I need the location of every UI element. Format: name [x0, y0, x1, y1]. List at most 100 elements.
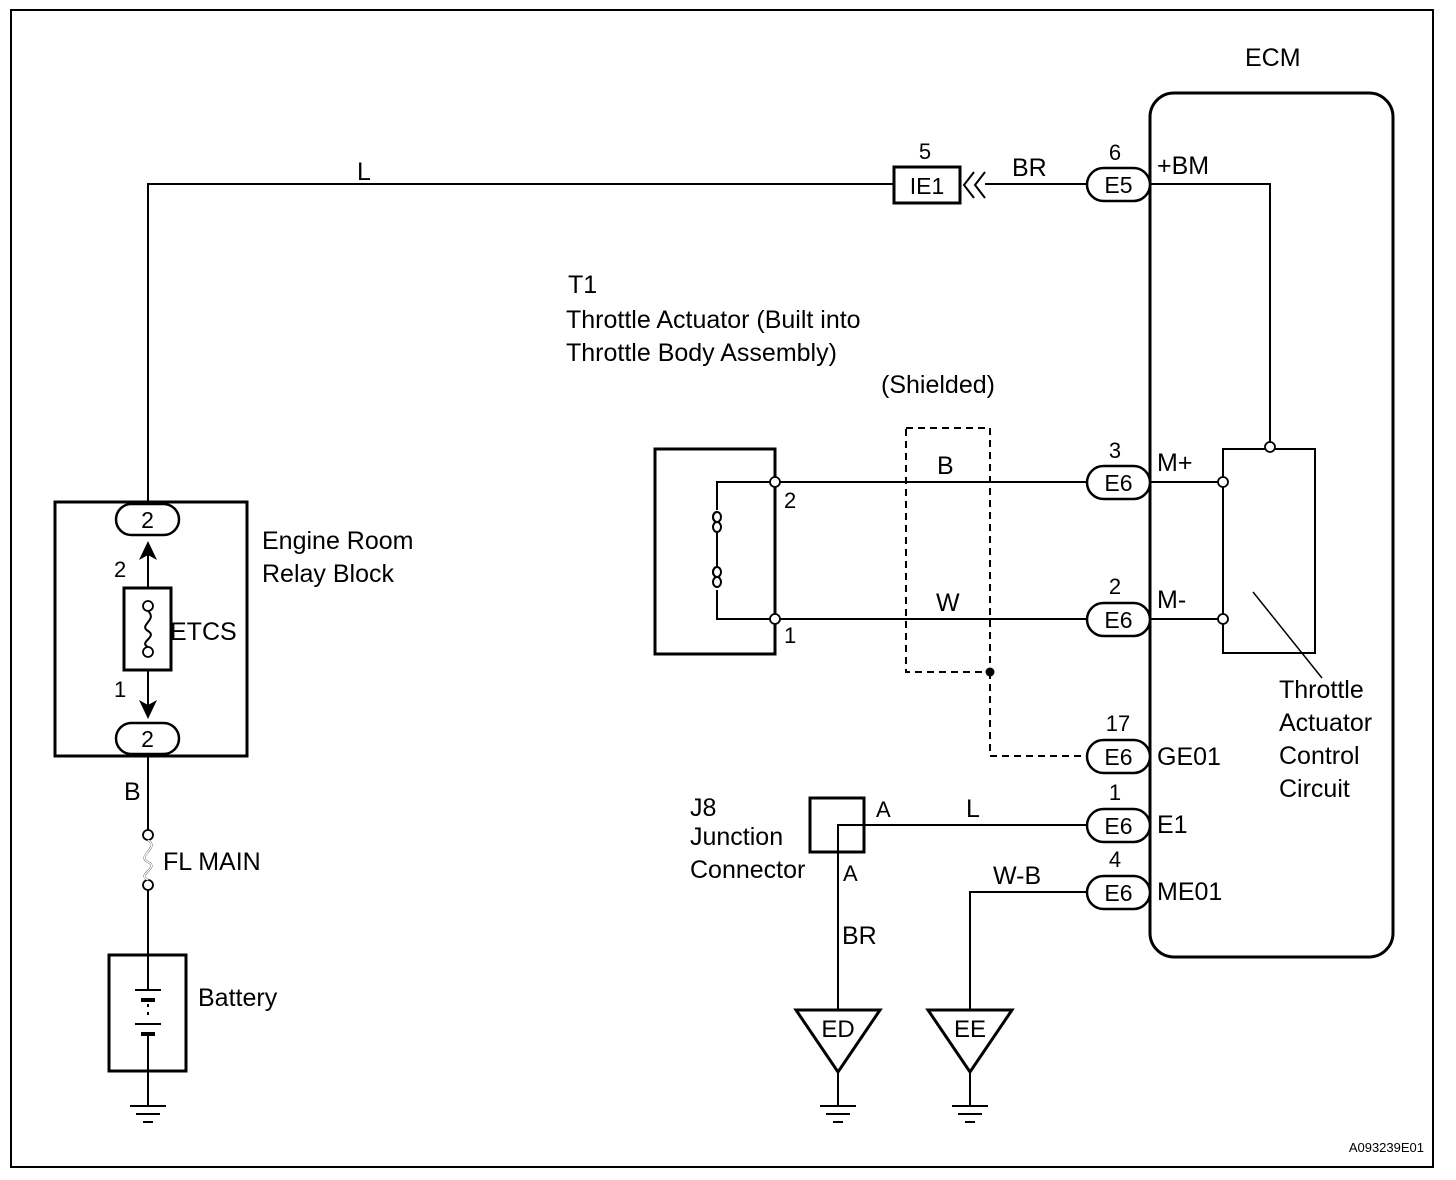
svg-text:2: 2	[1109, 574, 1121, 599]
ecm-box	[1148, 91, 1395, 959]
ground-ed-icon	[820, 1105, 856, 1123]
fl-main-label: FL MAIN	[163, 848, 261, 876]
fl-main-fusible-link-icon-inner	[143, 839, 153, 881]
relay-block-name-1: Engine Room	[262, 527, 413, 555]
svg-text:E6: E6	[1104, 744, 1132, 770]
svg-text:17: 17	[1106, 711, 1130, 736]
svg-text:E6: E6	[1104, 607, 1132, 633]
t1-pin-top: 2	[784, 488, 796, 513]
wire-label-br-top: BR	[1012, 154, 1047, 182]
wire-label-e1-l: L	[966, 795, 980, 823]
battery-label: Battery	[198, 984, 278, 1012]
battery-cell-icon	[135, 955, 161, 1071]
ecm-title: ECM	[1245, 44, 1301, 72]
battery-ground-icon	[130, 1105, 166, 1123]
terminal-ge01-signal: GE01	[1157, 743, 1221, 771]
mminus-node	[1217, 613, 1229, 625]
svg-text:IE1: IE1	[910, 173, 945, 199]
wire-me01-wb	[969, 891, 1087, 1010]
j8-internal-wire	[837, 824, 864, 852]
mplus-node	[1217, 476, 1229, 488]
svg-text:E6: E6	[1104, 813, 1132, 839]
fuse-node-top	[142, 600, 154, 612]
connector-e5-pin6: E5 6	[1085, 140, 1152, 203]
terminal-mminus-signal: M-	[1157, 586, 1186, 614]
chevron-connector-icon-2	[973, 171, 986, 199]
shield-label: (Shielded)	[881, 371, 995, 399]
connector-e6-pin1: E6 1	[1085, 780, 1152, 844]
relay-block-name-2: Relay Block	[262, 560, 394, 588]
terminal-mplus-signal: M+	[1157, 449, 1192, 477]
t1-pin1-node	[769, 613, 781, 625]
connector-e6-pin17: E6 17	[1085, 711, 1152, 775]
wire-label-junction-br: BR	[842, 922, 877, 950]
control-circuit-leader	[1252, 591, 1323, 679]
fl-main-node-bottom	[142, 879, 154, 891]
ground-ee-icon	[952, 1105, 988, 1123]
connector-e6-pin4: E6 4	[1085, 847, 1152, 911]
chevron-connector-icon	[962, 171, 975, 199]
svg-text:1: 1	[1109, 780, 1121, 805]
svg-text:E5: E5	[1104, 172, 1132, 198]
motor-coil-wire	[716, 481, 775, 510]
terminal-e1-signal: E1	[1157, 811, 1188, 839]
wire-label-me01-wb: W-B	[993, 862, 1041, 890]
svg-text:ED: ED	[821, 1016, 854, 1043]
t1-name-1: Throttle Actuator (Built into	[566, 306, 861, 334]
connector-e6-pin2: E6 2	[1085, 574, 1152, 638]
svg-text:E6: E6	[1104, 470, 1132, 496]
control-circuit-label-2: Actuator	[1279, 709, 1372, 737]
ground-ee: EE	[925, 1008, 1015, 1106]
j8-pin-bottom: A	[843, 861, 858, 886]
shield-drain-wire	[989, 672, 1087, 757]
t1-name-2: Throttle Body Assembly)	[566, 339, 837, 367]
fuse-name: ETCS	[170, 618, 237, 646]
t1-actuator-box	[653, 447, 777, 656]
wire-label-motor-plus: B	[937, 452, 954, 480]
t1-ref: T1	[568, 271, 597, 299]
wire-l-top	[147, 183, 894, 502]
wire-label-battery-feed: B	[124, 778, 141, 806]
t1-pin-bottom: 1	[784, 623, 796, 648]
fuse-pin-bottom: 1	[114, 677, 126, 702]
terminal-me01-signal: ME01	[1157, 878, 1222, 906]
shield-box	[905, 427, 991, 673]
control-circuit-label-4: Circuit	[1279, 775, 1350, 803]
wire-label-motor-minus: W	[936, 589, 960, 617]
bm-node	[1264, 441, 1276, 453]
relay-block-box	[53, 500, 249, 758]
relay-connector-bottom: 2	[114, 721, 181, 756]
terminal-arrow-down-icon	[139, 700, 157, 719]
connector-e6-pin3: E6 3	[1085, 438, 1152, 501]
etcs-fuse-box	[122, 586, 173, 672]
control-circuit-box	[1222, 448, 1316, 654]
relay-connector-top: 2	[114, 502, 181, 537]
t1-pin2-node	[769, 476, 781, 488]
motor-coil-icon	[712, 511, 722, 588]
bm-internal-wire	[1150, 183, 1271, 449]
fl-main-node-top	[142, 829, 154, 841]
control-circuit-label-1: Throttle	[1279, 676, 1364, 704]
svg-text:2: 2	[141, 726, 154, 752]
terminal-bm-signal: +BM	[1157, 152, 1209, 180]
terminal-arrow-up-icon	[139, 541, 157, 560]
fuse-pin-top: 2	[114, 557, 126, 582]
j8-ref: J8	[690, 794, 716, 822]
control-circuit-label-3: Control	[1279, 742, 1360, 770]
svg-text:2: 2	[141, 507, 154, 533]
ground-ed: ED	[793, 1008, 883, 1106]
wire-label-l-top: L	[357, 158, 371, 186]
fuse-node-bottom	[142, 646, 154, 658]
diagram-frame	[10, 9, 1434, 1168]
j8-pin-right: A	[876, 797, 891, 822]
svg-text:4: 4	[1109, 847, 1121, 872]
j8-name-2: Connector	[690, 856, 805, 884]
shield-drain-node	[985, 667, 995, 677]
svg-text:6: 6	[1109, 140, 1121, 165]
svg-text:E6: E6	[1104, 880, 1132, 906]
inline-connector-ie1: IE1 5	[892, 139, 962, 205]
motor-coil-wire-bottom	[716, 590, 775, 620]
j8-name-1: Junction	[690, 823, 783, 851]
svg-text:EE: EE	[954, 1016, 986, 1043]
